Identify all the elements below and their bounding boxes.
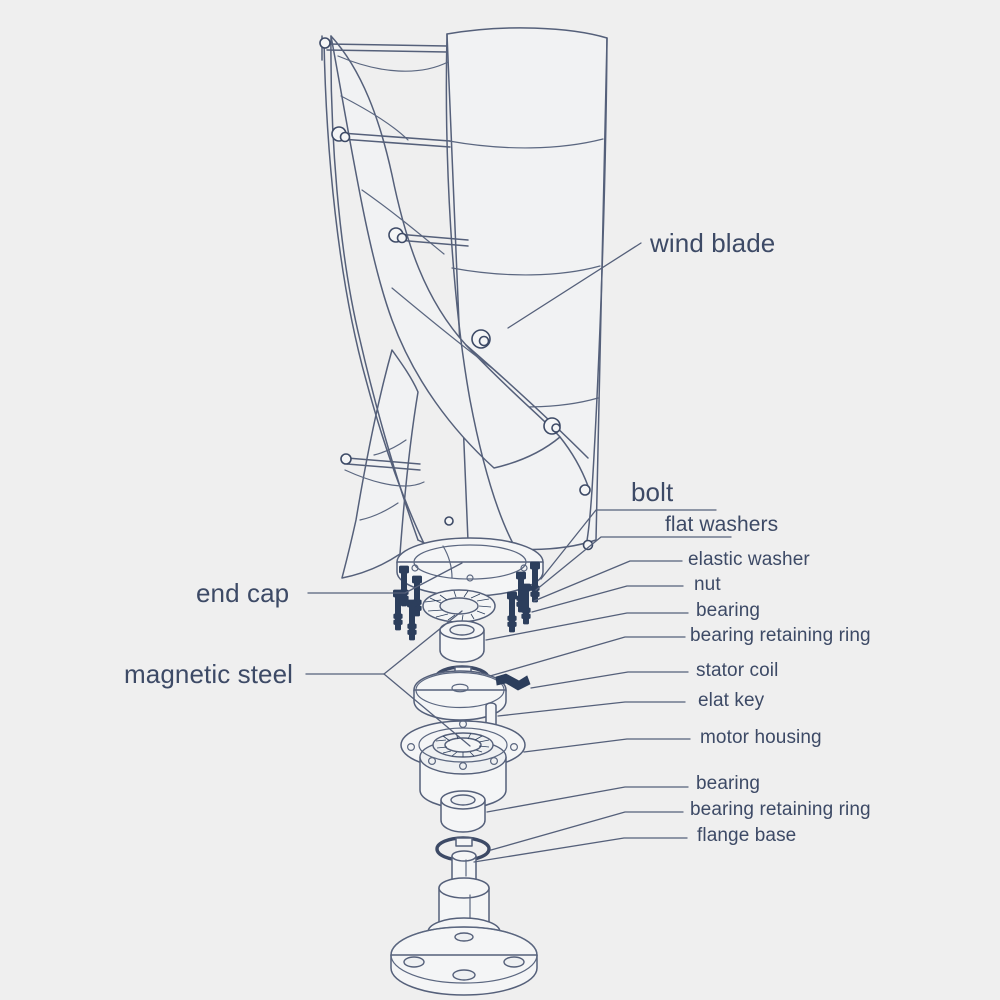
label-elastic-washer: elastic washer [688, 549, 810, 570]
label-stator-coil: stator coil [696, 660, 779, 681]
label-flat-washers: flat washers [665, 513, 779, 536]
leader-end-cap [307, 562, 463, 594]
leader-bearing-ring-upper [489, 636, 686, 677]
label-bearing-retaining-ring-upper: bearing retaining ring [690, 625, 871, 646]
wind-blade-assembly [319, 27, 608, 579]
leader-bearing-upper [485, 612, 689, 641]
leader-magnetic-steel-fork-up [383, 610, 463, 675]
stator-coil-part [413, 670, 531, 721]
leader-wind-blade [507, 242, 642, 329]
leader-motor-housing [523, 738, 691, 753]
leader-bearing-ring-lower [490, 811, 684, 851]
motor-housing-part [400, 719, 526, 809]
leader-lines [305, 242, 732, 863]
leader-bolt [540, 509, 717, 580]
label-wind-blade: wind blade [650, 228, 776, 258]
label-nut: nut [694, 574, 721, 595]
leader-bearing-lower [486, 786, 689, 813]
label-motor-housing: motor housing [700, 727, 822, 748]
leader-elastic-washer [533, 560, 683, 602]
leader-nut [531, 585, 684, 613]
leader-elat-key [497, 701, 686, 717]
leader-magnetic-steel-fork-down [383, 673, 471, 747]
magnetic-steel-part [422, 589, 496, 623]
label-bearing-lower: bearing [696, 773, 761, 794]
leader-flange-base [473, 837, 688, 863]
end-cap-part [396, 537, 544, 597]
label-bearing-upper: bearing [696, 600, 761, 621]
label-end-cap: end cap [196, 578, 290, 608]
flange-base-part [390, 850, 538, 996]
bearing-lower-part [440, 790, 486, 833]
bearing-upper-part [439, 620, 485, 663]
label-flange-base: flange base [697, 825, 797, 846]
label-elat-key: elat key [698, 690, 765, 711]
leader-flat-washers [535, 536, 732, 591]
leader-stator-coil [530, 671, 689, 689]
label-bearing-retaining-ring-lower: bearing retaining ring [690, 799, 871, 820]
label-magnetic-steel: magnetic steel [124, 659, 294, 689]
label-bolt: bolt [631, 477, 674, 507]
